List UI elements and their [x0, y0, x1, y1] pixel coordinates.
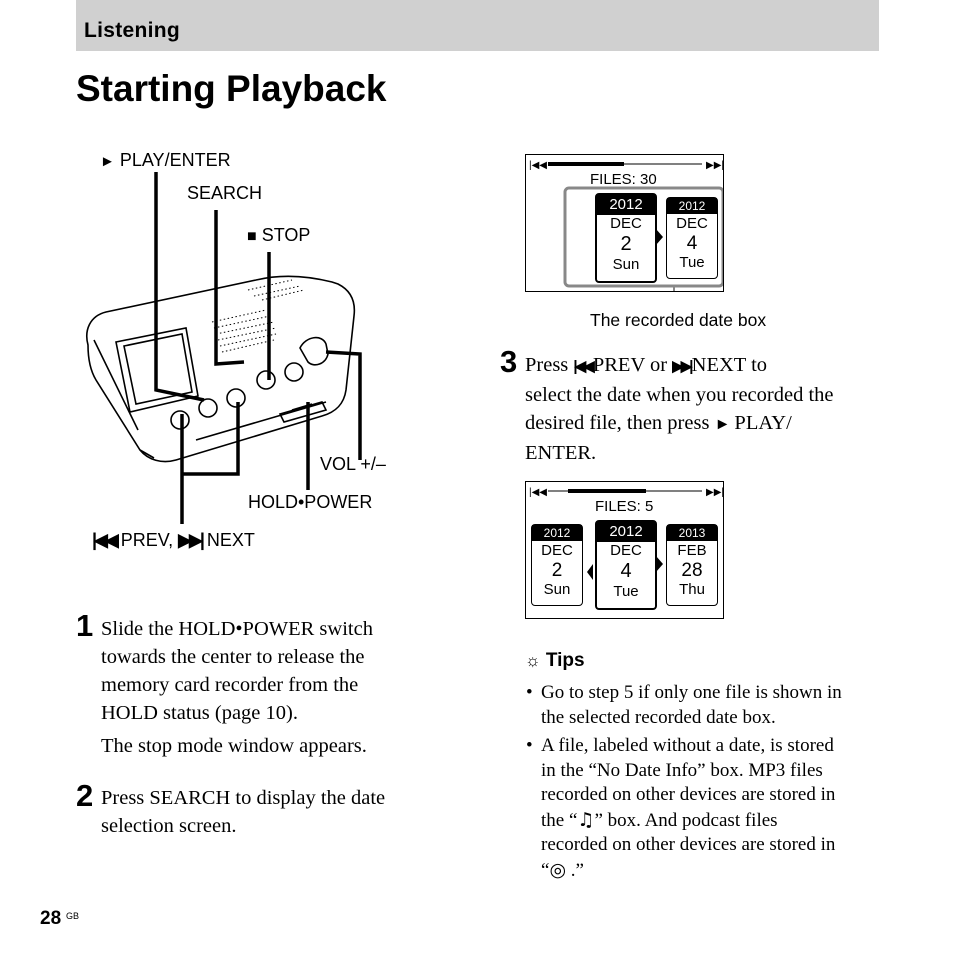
page-suffix: GB — [66, 911, 80, 921]
date-selection-screen-2: |◀◀ ▶▶| FILES: 5 2012 DEC 2 Sun 2012 DEC… — [525, 481, 724, 619]
date-selection-screen-1: |◀◀ ▶▶| FILES: 30 2012 DEC 2 Sun 2012 DE… — [525, 154, 724, 292]
step-1-text: Slide the HOLD•POWER switch towards the … — [101, 615, 431, 760]
step-2-number: 2 — [76, 778, 94, 813]
vol-callout: VOL +/– — [320, 454, 386, 474]
stop-icon: ■ — [247, 228, 257, 245]
tips-list: • Go to step 5 if only one file is shown… — [525, 681, 885, 883]
step-1-note: The stop mode window appears. — [101, 735, 367, 757]
search-callout: SEARCH — [187, 183, 263, 203]
tips-heading: ☼ Tips — [525, 650, 585, 671]
page-number: 28 — [40, 908, 62, 929]
podcast-icon: ◎ — [549, 858, 567, 881]
play-enter-callout: ► PLAY/ENTER — [100, 150, 231, 170]
step-3-number: 3 — [500, 344, 518, 379]
prev-icon: |◀◀ — [573, 358, 594, 375]
section-header-bar — [76, 0, 879, 51]
prev-icon: |◀◀ — [92, 530, 119, 550]
step-2-text: Press SEARCH to display the date selecti… — [101, 787, 386, 837]
play-icon: ► — [100, 153, 115, 170]
svg-text:▶▶|: ▶▶| — [706, 487, 723, 498]
svg-text:|◀◀: |◀◀ — [529, 487, 547, 498]
play-icon: ► — [714, 416, 735, 433]
date-box-next: 2012 DEC 4 Tue — [666, 197, 718, 279]
lightbulb-icon: ☼ — [525, 651, 541, 670]
date-box-selected: 2012 DEC 4 Tue — [595, 520, 657, 610]
date-box-next: 2013 FEB 28 Thu — [666, 524, 718, 606]
music-note-icon: ♫ — [577, 808, 595, 831]
svg-text:▶▶|: ▶▶| — [706, 160, 723, 171]
date-box-prev: 2012 DEC 2 Sun — [531, 524, 583, 606]
files-count: FILES: 5 — [595, 498, 654, 515]
next-icon: ▶▶| — [178, 530, 205, 550]
prev-next-callout: |◀◀ PREV, ▶▶| NEXT — [92, 530, 255, 550]
next-icon: ▶▶| — [672, 358, 693, 375]
step-3-text: Press |◀◀ PREV or ▶▶| NEXT to select the… — [525, 354, 834, 464]
progress-track: |◀◀ ▶▶| — [529, 160, 723, 291]
list-item: • A file, labeled without a date, is sto… — [526, 735, 836, 881]
section-label: Listening — [84, 19, 181, 42]
files-count: FILES: 30 — [590, 171, 657, 188]
device-illustration — [86, 172, 362, 524]
list-item: • Go to step 5 if only one file is shown… — [526, 682, 842, 728]
step-1-number: 1 — [76, 608, 94, 643]
page-title: Starting Playback — [76, 68, 387, 109]
svg-text:|◀◀: |◀◀ — [529, 160, 547, 171]
recorded-date-box-caption: The recorded date box — [590, 310, 767, 330]
date-box-selected: 2012 DEC 2 Sun — [595, 193, 657, 283]
stop-callout: ■ STOP — [247, 225, 311, 245]
progress-track: |◀◀ ▶▶| — [529, 487, 723, 580]
hold-power-callout: HOLD•POWER — [248, 492, 373, 512]
